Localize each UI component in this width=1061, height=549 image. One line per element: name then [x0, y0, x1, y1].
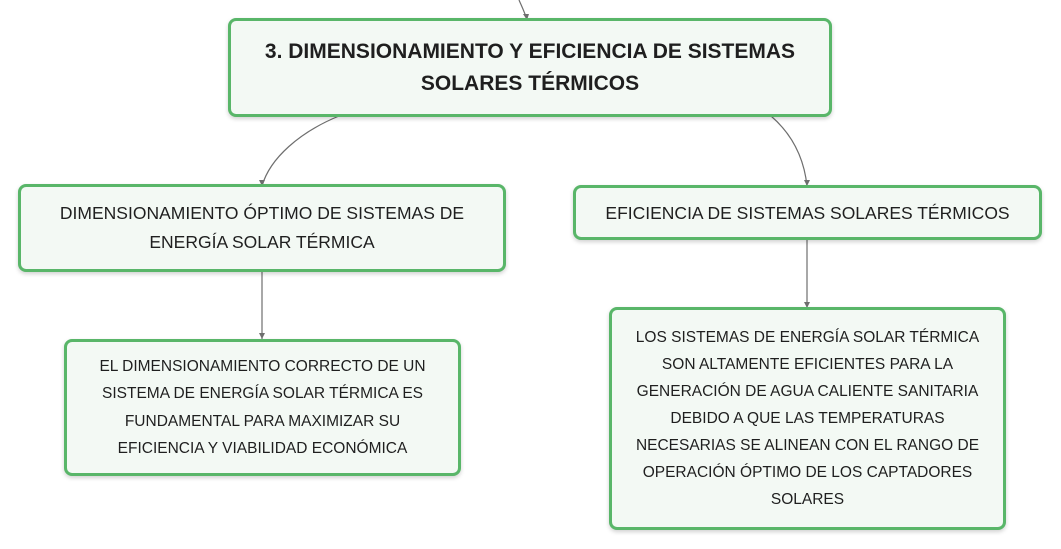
connector-root-to-right — [770, 115, 808, 187]
connector-incoming — [518, 0, 528, 21]
subtopic-label-eficiencia: EFICIENCIA DE SISTEMAS SOLARES TÉRMICOS — [605, 202, 1010, 223]
subtopic-label-dimensionamiento: DIMENSIONAMIENTO ÓPTIMO DE SISTEMAS DE E… — [59, 203, 465, 252]
detail-node-dimensionamiento[interactable]: EL DIMENSIONAMIENTO CORRECTO DE UN SISTE… — [64, 339, 461, 476]
connector-root-to-left — [261, 115, 340, 187]
subtopic-node-eficiencia[interactable]: EFICIENCIA DE SISTEMAS SOLARES TÉRMICOS — [573, 185, 1042, 240]
detail-label-dimensionamiento: EL DIMENSIONAMIENTO CORRECTO DE UN SISTE… — [99, 357, 426, 458]
root-topic-label: 3. DIMENSIONAMIENTO Y EFICIENCIA DE SIST… — [264, 39, 796, 95]
root-topic-node[interactable]: 3. DIMENSIONAMIENTO Y EFICIENCIA DE SIST… — [228, 18, 832, 117]
detail-node-eficiencia[interactable]: LOS SISTEMAS DE ENERGÍA SOLAR TÉRMICA SO… — [609, 307, 1006, 530]
subtopic-node-dimensionamiento[interactable]: DIMENSIONAMIENTO ÓPTIMO DE SISTEMAS DE E… — [18, 184, 506, 272]
detail-label-eficiencia: LOS SISTEMAS DE ENERGÍA SOLAR TÉRMICA SO… — [635, 329, 980, 508]
